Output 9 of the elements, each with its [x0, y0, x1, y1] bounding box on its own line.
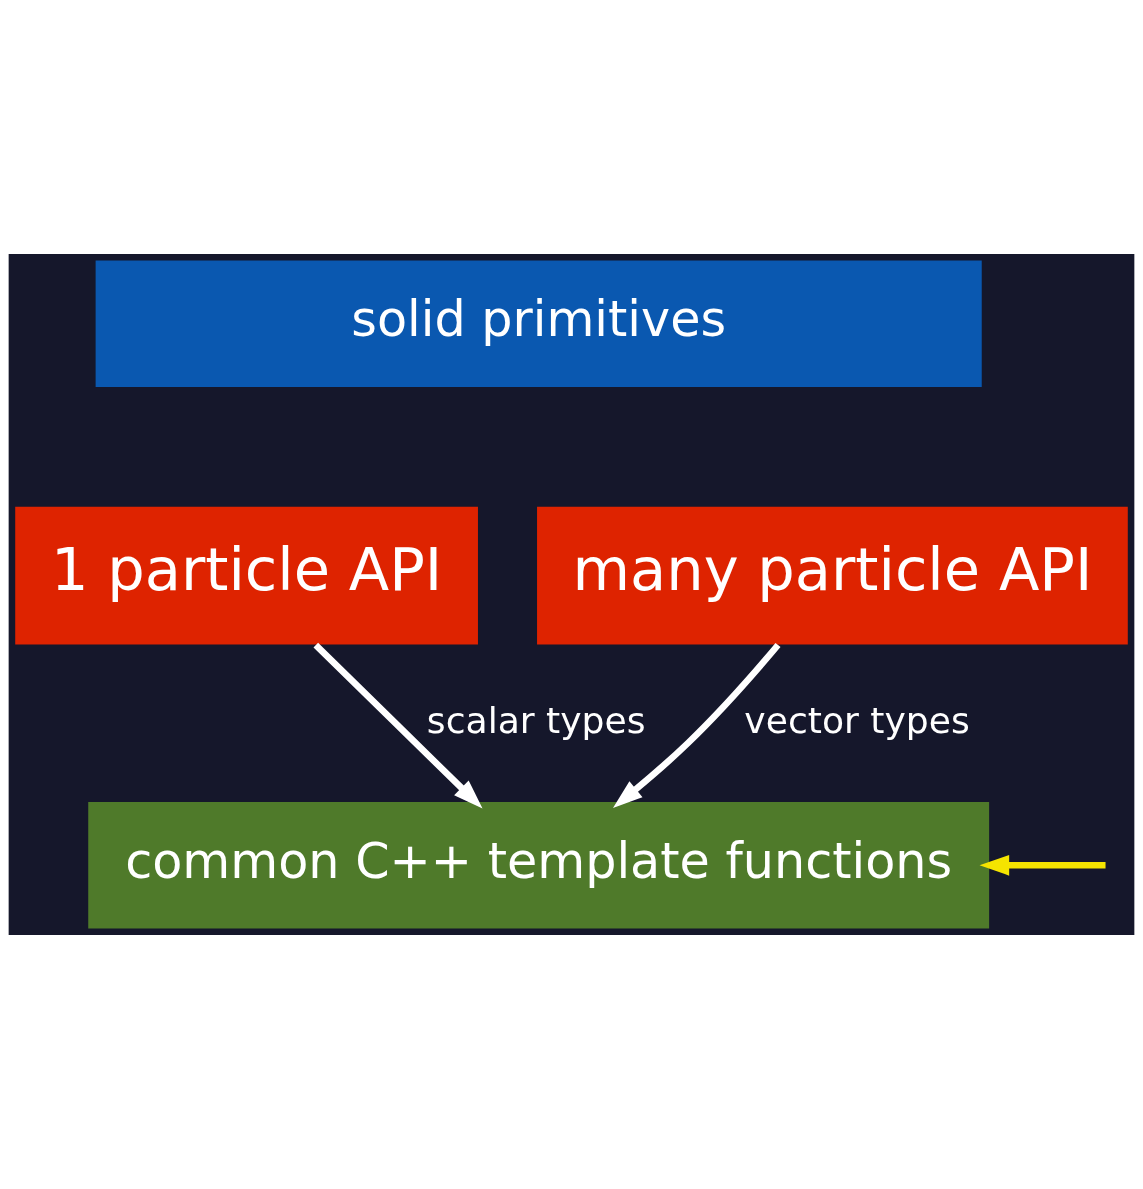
arrow: [313, 642, 483, 809]
arrow: [979, 854, 1106, 876]
node-box: many particle API: [537, 506, 1128, 645]
node-box: solid primitives: [95, 260, 982, 387]
edge-label: scalar types: [426, 698, 646, 742]
edge-label: vector types: [744, 698, 970, 742]
node-box: 1 particle API: [15, 506, 478, 645]
arrow: [613, 642, 781, 808]
node-box: common C++ template functions: [88, 802, 990, 929]
